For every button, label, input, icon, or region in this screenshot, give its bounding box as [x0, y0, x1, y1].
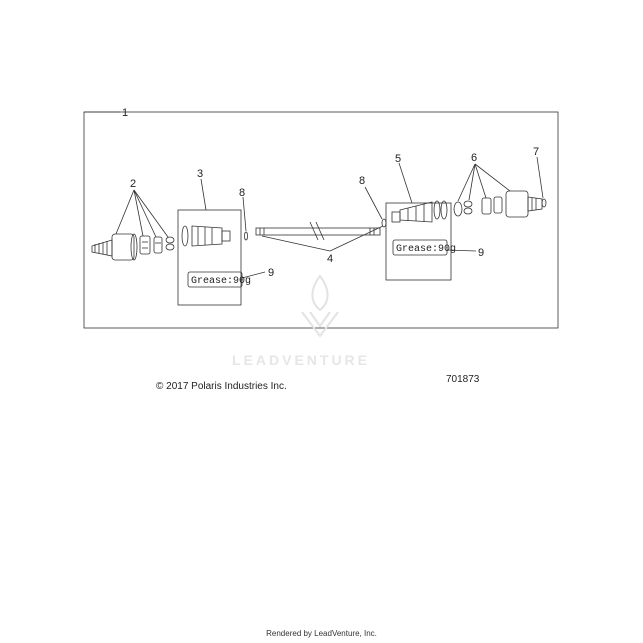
part-number: 701873 — [446, 374, 480, 385]
leader-4 — [261, 235, 331, 252]
leader-9a — [241, 271, 266, 279]
leader-8b — [364, 186, 383, 220]
snap-ring — [541, 198, 547, 208]
grease-box-right — [392, 239, 448, 256]
render-credit: Rendered by LeadVenture, Inc. — [266, 629, 377, 638]
leader-7 — [536, 156, 544, 199]
callout-6: 6 — [471, 152, 477, 164]
boot-kit-box-left — [177, 209, 242, 306]
grease-label-left: Grease:90g — [191, 276, 251, 287]
grease-box-left — [187, 271, 243, 288]
callout-9-right: 9 — [478, 247, 484, 259]
leader-6 — [474, 163, 487, 199]
leader-2 — [133, 189, 144, 237]
axle-shaft — [255, 221, 381, 241]
callout-7: 7 — [533, 146, 539, 158]
cv-bearing-parts-right — [453, 196, 503, 217]
cv-bearing-parts-left — [139, 235, 175, 255]
grease-label-right: Grease:90g — [396, 244, 456, 255]
circlip-left — [244, 231, 248, 241]
leader-9b — [446, 249, 477, 252]
leader-6 — [474, 163, 511, 192]
callout-1: 1 — [122, 107, 128, 119]
callout-5: 5 — [395, 153, 401, 165]
leader-5 — [398, 162, 413, 204]
callout-2: 2 — [130, 178, 136, 190]
inner-cv-housing — [505, 190, 543, 218]
callout-3: 3 — [197, 168, 203, 180]
boot-right — [391, 200, 448, 223]
leader-6 — [457, 163, 476, 202]
leader-8a — [242, 196, 247, 232]
leader-2 — [133, 189, 169, 238]
boot-kit-box-right — [385, 202, 452, 281]
watermark-logo-icon — [301, 274, 339, 338]
boot-left — [181, 225, 231, 247]
leader-2 — [133, 189, 157, 238]
callout-8-left: 8 — [239, 187, 245, 199]
leader-4 — [329, 225, 384, 252]
leader-6 — [468, 163, 476, 201]
diagram-frame — [83, 111, 559, 329]
copyright-text: © 2017 Polaris Industries Inc. — [156, 381, 287, 392]
callout-9-left: 9 — [268, 267, 274, 279]
outer-cv-joint — [91, 233, 138, 261]
watermark-text: LEADVENTURE — [232, 352, 371, 368]
leader-2 — [115, 189, 135, 235]
callout-4: 4 — [327, 253, 333, 265]
callout-8-right: 8 — [359, 175, 365, 187]
leader-3 — [200, 178, 207, 211]
